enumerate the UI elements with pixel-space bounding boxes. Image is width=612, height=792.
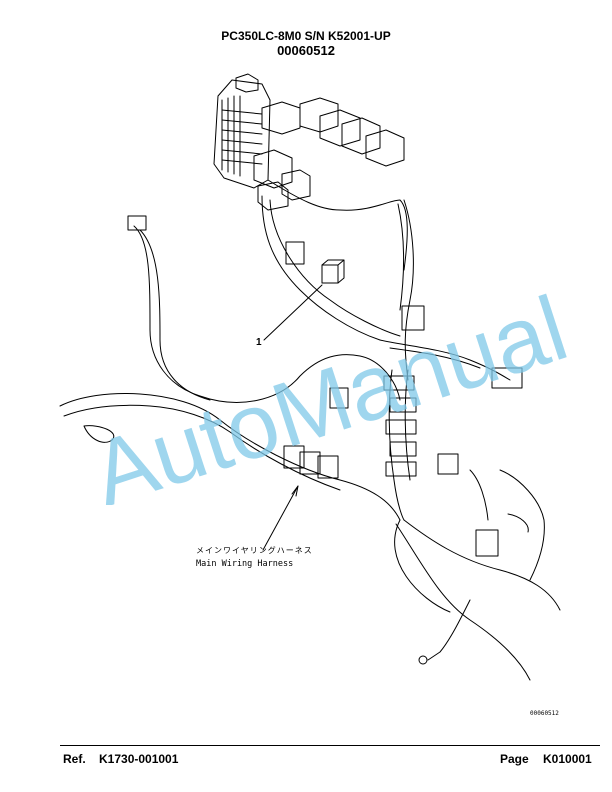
part-number-title: 00060512	[277, 43, 335, 58]
page-label: Page	[500, 752, 529, 766]
callout-number: 1	[256, 337, 262, 348]
relay-row	[253, 97, 405, 211]
ref-value: K1730-001001	[99, 752, 179, 766]
model-title: PC350LC-8M0 S/N K52001-UP	[221, 29, 391, 43]
harness-label-jp: メインワイヤリングハーネス	[196, 545, 313, 555]
fuse-box	[213, 73, 271, 189]
relay-part-1	[321, 264, 339, 284]
page-value: K010001	[543, 752, 592, 766]
connector-stack	[383, 375, 417, 477]
footer-rule	[60, 745, 600, 746]
wiring-harness-diagram: 1 メインワイヤリングハーネス Main Wiring Harness 0006…	[59, 73, 561, 717]
harness-connector-group	[283, 445, 339, 479]
drawing-id: 00060512	[530, 710, 559, 717]
ref-label: Ref.	[63, 752, 86, 766]
harness-label-en: Main Wiring Harness	[196, 559, 293, 569]
